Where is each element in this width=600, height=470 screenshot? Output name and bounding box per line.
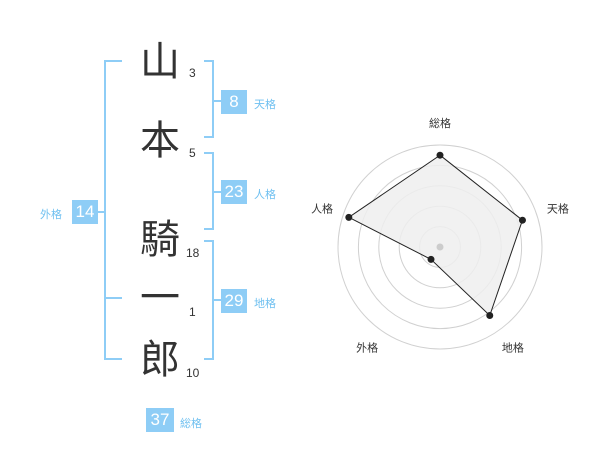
radar-axis-label-5: 人格 — [311, 202, 333, 216]
chikaku-value: 29 — [221, 289, 247, 313]
radar-point-2 — [518, 216, 526, 224]
stroke-count-2: 5 — [189, 146, 196, 160]
radar-point-5 — [345, 213, 353, 221]
name-char-1: 山 — [140, 39, 180, 85]
gaikaku-bracket-connector — [98, 211, 106, 213]
gaikaku-label: 外格 — [40, 208, 62, 221]
name-char-4: 一 — [140, 275, 180, 321]
radar-axis-label-2: 天格 — [547, 202, 569, 216]
tenkaku-value: 8 — [221, 90, 247, 114]
radar-axis-label-3: 地格 — [502, 340, 524, 354]
gaikaku-bracket-vertical — [104, 60, 106, 360]
jinkaku-connector — [213, 191, 221, 193]
soukaku-value: 37 — [146, 408, 174, 432]
soukaku-label: 総格 — [180, 417, 202, 430]
radar-point-3 — [486, 311, 494, 319]
jinkaku-value: 23 — [221, 180, 247, 204]
name-char-5: 郎 — [140, 337, 180, 383]
stroke-count-4: 1 — [189, 305, 196, 319]
radar-point-4 — [427, 255, 435, 263]
tenkaku-bracket — [204, 60, 214, 138]
radar-axis-label-4: 外格 — [356, 340, 378, 354]
gaikaku-value: 14 — [72, 200, 98, 224]
chikaku-connector — [213, 299, 221, 301]
radar-point-1 — [436, 151, 444, 159]
name-char-2: 本 — [140, 118, 180, 164]
jinkaku-label: 人格 — [254, 188, 276, 201]
tenkaku-connector — [213, 100, 221, 102]
gaikaku-bracket-top — [104, 60, 122, 62]
stroke-count-3: 18 — [186, 246, 200, 260]
stroke-count-5: 10 — [186, 366, 200, 380]
gaikaku-bracket-bottom — [104, 358, 122, 360]
radar-axis-label-1: 総格 — [429, 116, 451, 130]
gaikaku-bracket-mid — [104, 297, 122, 299]
name-char-3: 騎 — [140, 217, 180, 263]
stroke-count-1: 3 — [189, 66, 196, 80]
radar-center-dot — [436, 243, 444, 251]
tenkaku-label: 天格 — [254, 98, 276, 111]
radar-polygon — [347, 154, 524, 317]
chikaku-label: 地格 — [254, 297, 276, 310]
